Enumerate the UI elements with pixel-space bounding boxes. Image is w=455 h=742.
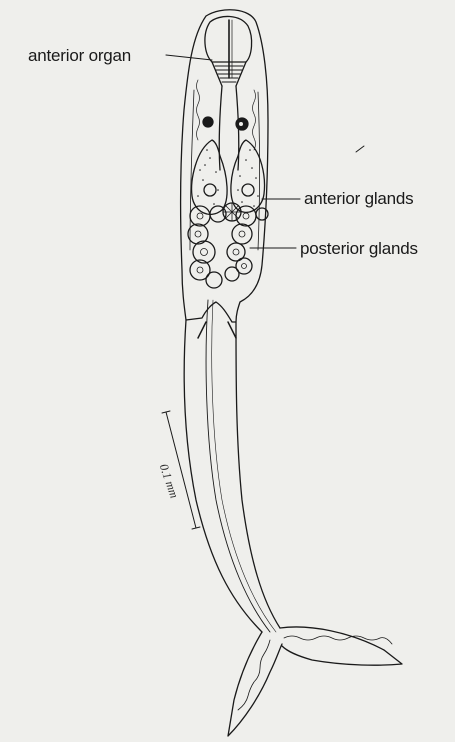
caudal-lobe-right-canal	[284, 636, 392, 644]
anterior-gland-stipple	[197, 149, 259, 207]
anterior-gland-left	[192, 140, 227, 214]
caudal-lobe-left	[228, 632, 282, 736]
caudal-lobe-left-canal	[238, 640, 270, 710]
eyespot-right-inner	[239, 122, 243, 126]
wavy-line-left	[197, 80, 200, 140]
anterior-gland-left-nucleus	[204, 184, 216, 196]
label-anterior-glands: anterior glands	[304, 189, 413, 209]
trunk-left-edge	[184, 320, 262, 632]
posterior-glands	[188, 206, 268, 288]
central-canal-inner	[212, 300, 276, 632]
pharynx	[219, 86, 239, 170]
eyespot-left	[203, 117, 213, 127]
wavy-line-right	[253, 90, 256, 150]
central-canal	[206, 300, 270, 632]
caudal-lobe-right	[280, 627, 402, 665]
trunk-right-edge	[236, 322, 280, 628]
neck-fold-left	[198, 322, 206, 338]
cuticle-right	[258, 92, 260, 250]
leader-anterior-organ	[166, 55, 212, 60]
body-outline	[181, 10, 268, 322]
label-anterior-organ: anterior organ	[28, 46, 131, 66]
stray-mark	[356, 146, 364, 152]
anterior-gland-right-nucleus	[242, 184, 254, 196]
label-posterior-glands: posterior glands	[300, 239, 418, 259]
neck-fold-right	[228, 322, 236, 338]
